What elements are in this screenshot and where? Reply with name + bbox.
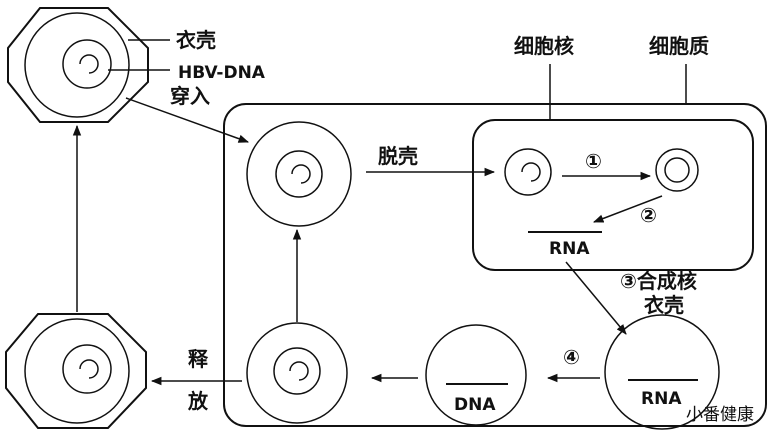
arrow-step2 — [593, 195, 663, 223]
label-rna-capsid: RNA — [641, 389, 682, 409]
nucleus-boundary — [472, 119, 754, 271]
capsid-with-rna — [604, 314, 720, 430]
label-rna-nucleus: RNA — [549, 239, 590, 259]
label-step1: ① — [585, 149, 602, 173]
label-nucleus: 细胞核 — [514, 34, 574, 58]
viral-dna-nucleus — [504, 148, 552, 196]
label-hbv-dna: HBV-DNA — [178, 63, 266, 83]
virion-entered — [246, 121, 352, 227]
label-step2: ② — [640, 203, 657, 227]
host-cell-boundary — [223, 103, 767, 427]
label-release-1: 释 — [188, 347, 209, 371]
virion-assembled — [246, 322, 348, 424]
arrow-penetration — [125, 97, 249, 143]
label-step3-line2: 衣壳 — [644, 293, 684, 317]
closed-circular-dna — [655, 148, 699, 192]
label-cytoplasm: 细胞质 — [649, 34, 709, 58]
virion-top — [7, 7, 149, 123]
label-uncoating: 脱壳 — [378, 144, 418, 168]
arrow-step3 — [565, 261, 627, 335]
virion-bottom — [5, 313, 147, 429]
label-dna-capsid: DNA — [454, 395, 496, 415]
capsid-with-dna — [425, 324, 527, 426]
label-step3-line1: ③合成核 — [620, 269, 697, 293]
watermark: 小番健康 — [686, 405, 754, 425]
label-capsid: 衣壳 — [176, 28, 216, 52]
label-release-2: 放 — [187, 389, 209, 413]
label-step4: ④ — [563, 345, 580, 369]
label-penetration: 穿入 — [170, 84, 210, 108]
